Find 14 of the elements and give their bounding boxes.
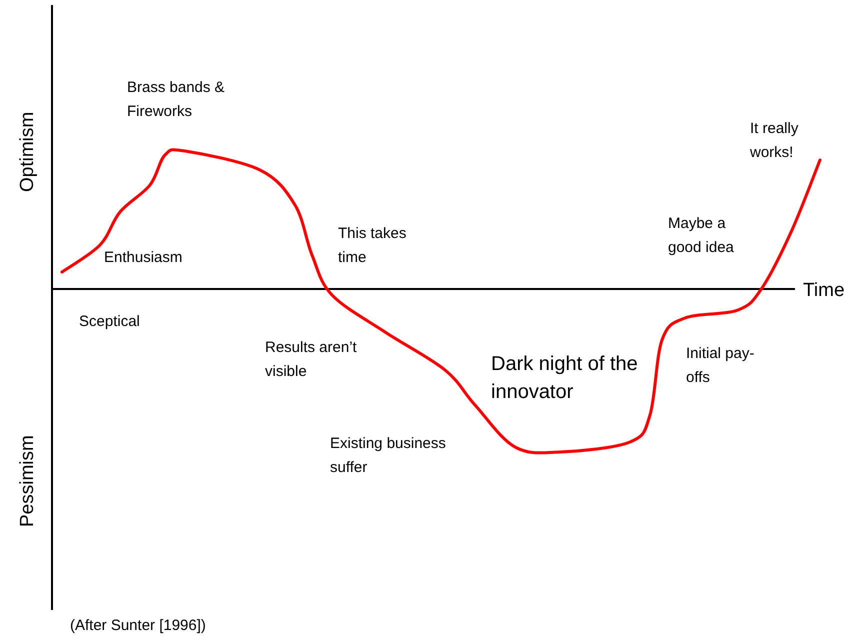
phase-label: Dark night of the innovator xyxy=(491,352,639,405)
phase-label: Results aren’t visible xyxy=(265,338,358,382)
phase-label: It really works! xyxy=(750,119,800,163)
phase-label: Enthusiasm xyxy=(104,248,184,268)
phase-label: Sceptical xyxy=(79,312,141,332)
axis-label: Pessimism xyxy=(16,437,39,527)
phase-label: Existing business suffer xyxy=(330,434,447,478)
phase-label: Maybe a good idea xyxy=(668,214,735,258)
source-caption: (After Sunter [1996]) xyxy=(70,616,206,636)
phase-label: Brass bands & Fireworks xyxy=(127,78,226,122)
phase-label: This takes time xyxy=(338,224,408,268)
axis-label: Time xyxy=(803,279,846,303)
axis-label: Optimism xyxy=(16,112,39,192)
phase-label: Initial pay-offs xyxy=(686,344,756,388)
